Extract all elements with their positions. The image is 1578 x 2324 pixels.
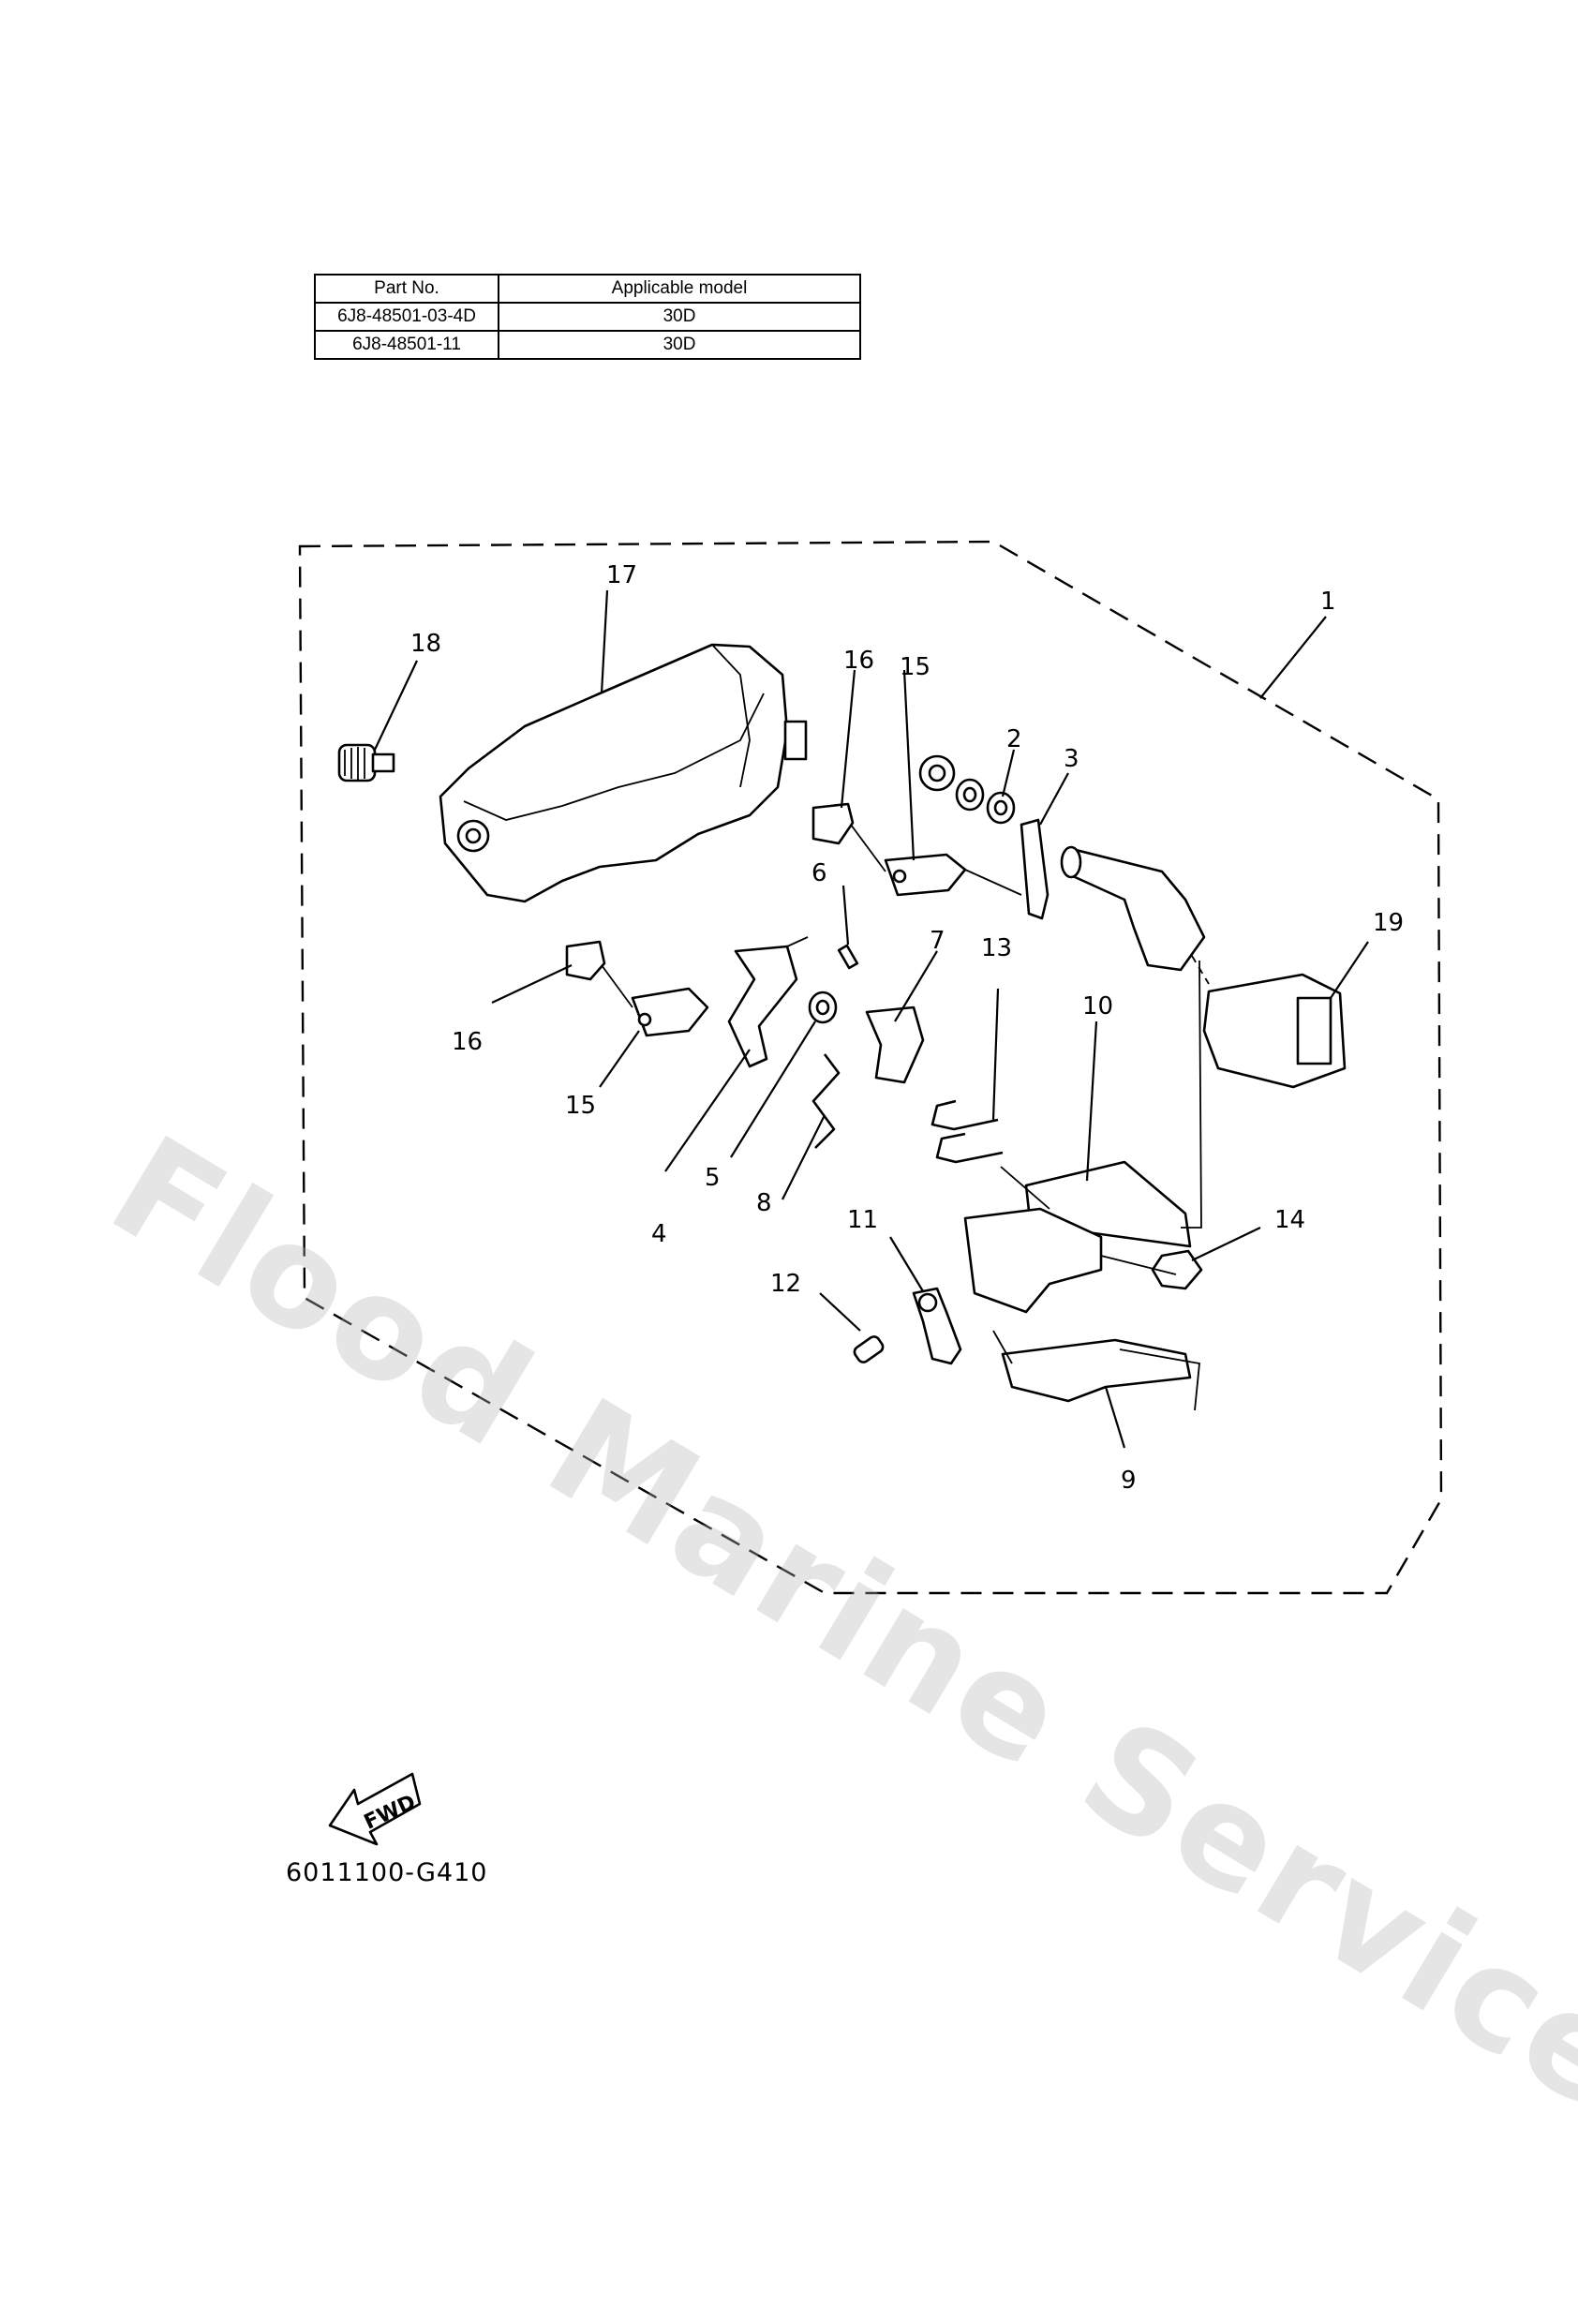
callout-14: 14 xyxy=(1274,1206,1305,1234)
header-part-no: Part No. xyxy=(314,274,499,304)
drawing-code: 6011100-G410 xyxy=(286,1858,488,1887)
plate-bracket-part xyxy=(963,1207,1192,1403)
washer-part xyxy=(808,991,838,1024)
shaft-part xyxy=(1060,845,1206,972)
switch-part xyxy=(1202,973,1347,1089)
link-arm-part xyxy=(1020,818,1050,920)
nut-washer-part xyxy=(918,754,1016,825)
callout-4: 4 xyxy=(651,1220,667,1248)
applicability-table: Part No. Applicable model 6J8-48501-03-4… xyxy=(314,274,861,360)
bracket-lever-part xyxy=(865,1006,925,1084)
table-header-row: Part No. Applicable model xyxy=(314,274,861,304)
callout-2: 2 xyxy=(1006,725,1022,753)
callout-5: 5 xyxy=(705,1164,721,1192)
header-applicable-model: Applicable model xyxy=(498,274,861,304)
callout-15-lower: 15 xyxy=(565,1092,596,1120)
cell-part-no: 6J8-48501-11 xyxy=(314,330,499,360)
knob-part xyxy=(337,743,395,782)
clip-lower-part xyxy=(565,940,606,981)
cell-model: 30D xyxy=(498,330,861,360)
joint-upper-part xyxy=(884,853,967,897)
joint-lower-part xyxy=(631,987,709,1037)
callout-11: 11 xyxy=(847,1206,878,1234)
callout-8: 8 xyxy=(756,1189,772,1217)
cover-housing-part xyxy=(439,643,808,903)
small-lever-part xyxy=(912,1287,962,1365)
pin-part xyxy=(837,944,859,970)
callout-18: 18 xyxy=(410,630,441,658)
callout-17: 17 xyxy=(606,561,637,589)
callout-16-lower: 16 xyxy=(452,1028,483,1056)
callout-15-upper: 15 xyxy=(900,653,930,681)
callout-10: 10 xyxy=(1082,992,1113,1020)
u-bolt-part xyxy=(930,1099,1004,1164)
flange-nut-part xyxy=(1151,1249,1203,1290)
table-row: 6J8-48501-11 30D xyxy=(314,330,861,360)
pin-small-part xyxy=(853,1335,885,1363)
assembly-boundary xyxy=(298,540,1443,1595)
callout-7: 7 xyxy=(930,927,945,955)
leader-lines xyxy=(374,589,1369,1449)
callout-13: 13 xyxy=(981,934,1012,962)
callout-16-upper: 16 xyxy=(843,647,874,675)
cell-model: 30D xyxy=(498,302,861,332)
lever-part xyxy=(727,945,798,1068)
callout-19: 19 xyxy=(1373,909,1404,937)
callout-1: 1 xyxy=(1320,588,1336,616)
cell-part-no: 6J8-48501-03-4D xyxy=(314,302,499,332)
callout-6: 6 xyxy=(811,859,827,887)
callout-9: 9 xyxy=(1121,1467,1137,1495)
callout-3: 3 xyxy=(1064,745,1079,773)
callout-12: 12 xyxy=(770,1270,801,1298)
table-row: 6J8-48501-03-4D 30D xyxy=(314,302,861,332)
